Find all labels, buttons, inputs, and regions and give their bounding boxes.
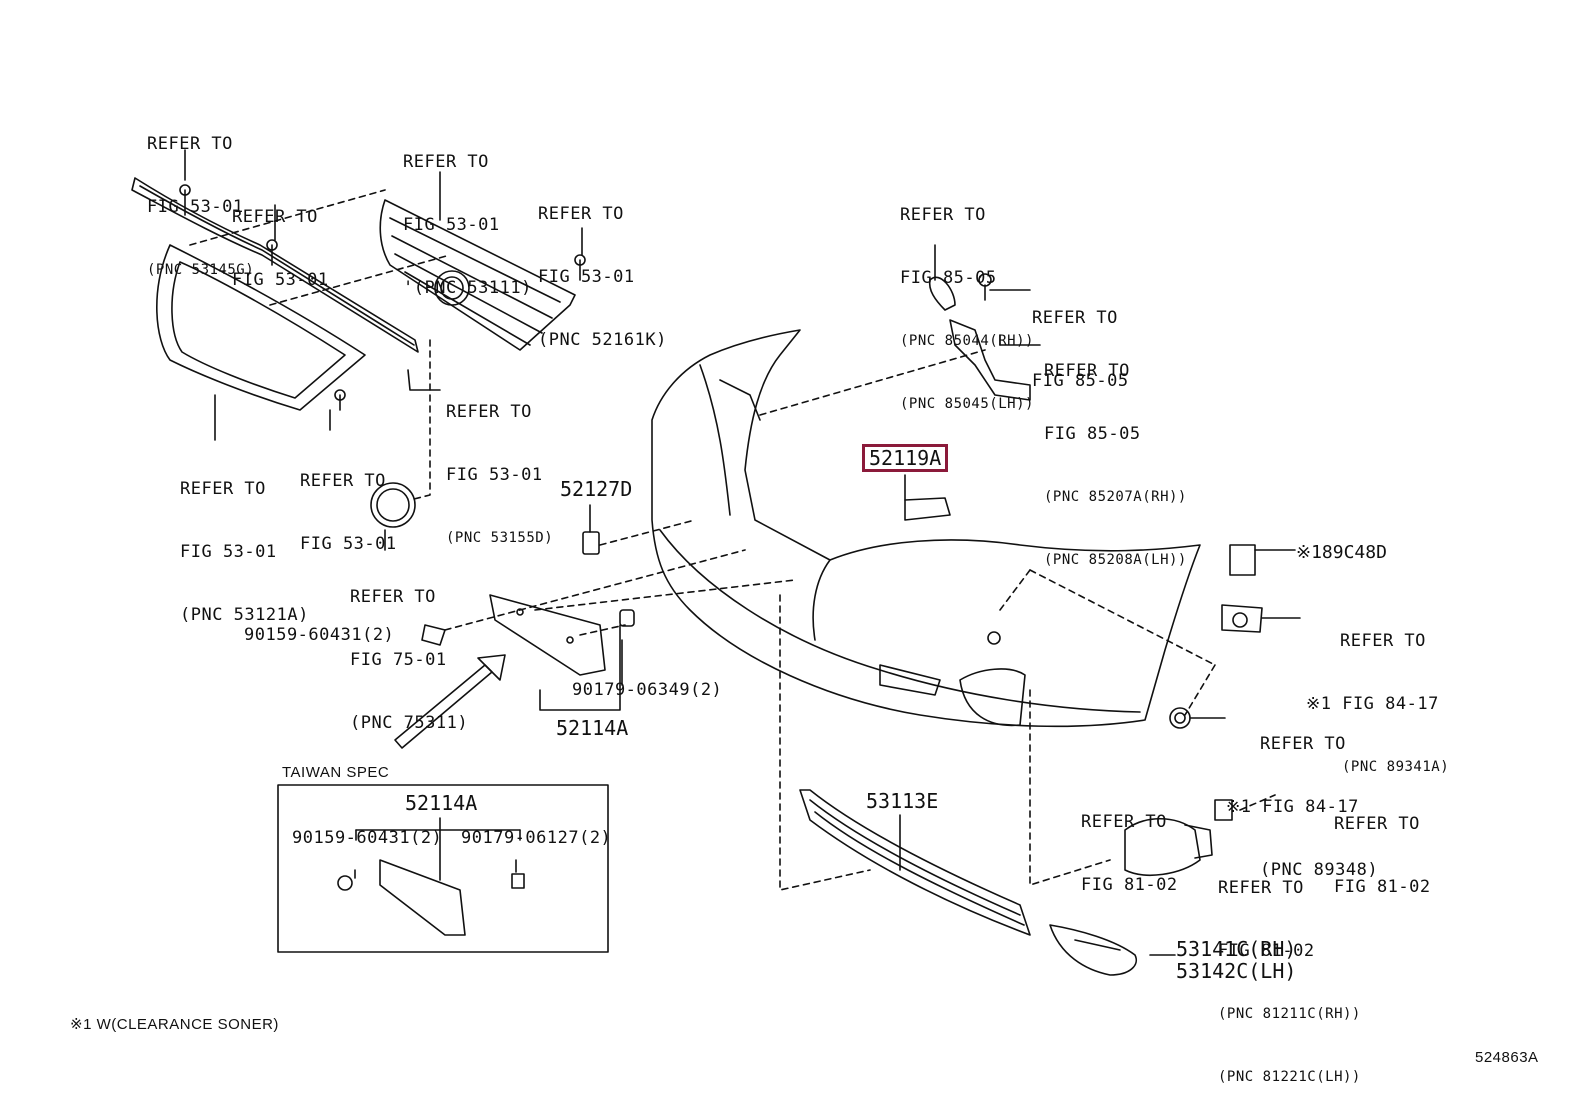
license-bracket	[489, 594, 606, 676]
ref-line: FIG 75-01	[350, 650, 447, 670]
ref-line: (PNC 75311)	[350, 713, 469, 733]
leader-lines-right	[539, 244, 1301, 956]
ref-line: FIG 85-05	[900, 268, 997, 288]
ref-label-85044: REFER TO FIG 85-05 (PNC 85044(RH)) (PNC …	[900, 163, 1034, 436]
ref-line: '(PNC 53111)	[403, 278, 532, 298]
leader-lines-left	[184, 149, 583, 551]
part-number-90179-06349[interactable]: 90179-06349(2)	[572, 680, 723, 700]
ref-label-81-02-screw: REFER TO FIG 81-02	[1334, 772, 1431, 919]
ref-label-81-02-bolt: REFER TO FIG 81-02	[1081, 770, 1178, 917]
ref-label-89341a: REFER TO ※1 FIG 84-17 (PNC 89341A)	[1306, 589, 1449, 799]
ref-line: (PNC 53155D)	[446, 530, 554, 546]
ref-line: REFER TO	[403, 152, 489, 172]
footnote: ※1 W(CLEARANCE SONER)	[70, 1016, 279, 1033]
ref-line: REFER TO	[1334, 814, 1420, 834]
ref-line: (PNC 81211C(RH))	[1218, 1006, 1361, 1022]
ref-line: REFER TO	[180, 479, 266, 499]
ref-line: ※1 FIG 84-17	[1226, 797, 1359, 817]
ref-label-81211c: REFER TO FIG 81-02 (PNC 81211C(RH)) (PNC…	[1218, 836, 1361, 1109]
ref-line: FIG 53-01	[232, 270, 329, 290]
ref-line: REFER TO	[1044, 361, 1130, 381]
ref-line: FIG 53-01	[300, 534, 397, 554]
taiwan-spec-title: TAIWAN SPEC	[282, 764, 390, 781]
ref-line: (PNC 81221C(LH))	[1218, 1069, 1361, 1085]
ref-line: (PNC 52161K)	[538, 330, 667, 350]
taiwan-part-number[interactable]: 52114A	[405, 791, 478, 815]
part-number-52114a[interactable]: 52114A	[556, 716, 629, 740]
view-arrow	[394, 654, 506, 749]
ref-label-53-01-screw: REFER TO FIG 53-01	[232, 165, 329, 312]
part-number-90159-60431[interactable]: 90159-60431(2)	[244, 625, 395, 645]
part-number-52119a[interactable]: 52119A	[869, 446, 942, 470]
ref-line: (PNC 85045(LH))	[900, 396, 1034, 412]
ref-label-52161k: REFER TO FIG 53-01 (PNC 52161K)	[538, 162, 667, 372]
ref-line: REFER TO	[900, 205, 986, 225]
ref-line: REFER TO	[1340, 631, 1426, 651]
dashed-leaders-left	[189, 189, 451, 501]
ref-line: FIG 81-02	[1218, 941, 1315, 961]
ref-line: FIG 53-01	[538, 267, 635, 287]
fasteners-top-left	[179, 184, 586, 411]
dashed-leaders-bumper	[444, 349, 1276, 891]
radiator-grille	[379, 199, 576, 351]
ref-line: REFER TO	[538, 204, 624, 224]
ref-line: REFER TO	[1218, 878, 1304, 898]
taiwan-spec-box	[277, 784, 609, 953]
ref-label-75311: REFER TO FIG 75-01 (PNC 75311)	[350, 545, 468, 755]
ref-line: (PNC 89348)	[1260, 860, 1379, 880]
ref-line: FIG 53-01	[147, 197, 244, 217]
ref-line: (PNC 85044(RH))	[900, 333, 1034, 349]
ref-line: (PNC 53145G)	[147, 262, 255, 278]
ref-line: REFER TO	[232, 207, 318, 227]
figure-id: 524863A	[1475, 1049, 1539, 1066]
ref-line: REFER TO	[446, 402, 532, 422]
fog-lamp	[1124, 799, 1233, 876]
ref-line: FIG 53-01	[403, 215, 500, 235]
ref-label-85-05-screw: REFER TO FIG 85-05	[1032, 266, 1129, 413]
ref-label-53-01-clip: REFER TO FIG 53-01	[300, 429, 397, 576]
taiwan-part-90159[interactable]: 90159-60431(2)	[292, 828, 443, 848]
ref-line: FIG 85-05	[1032, 371, 1129, 391]
ref-line: REFER TO	[1081, 812, 1167, 832]
ref-line: REFER TO	[300, 471, 386, 491]
ref-line: (PNC 89341A)	[1342, 759, 1450, 775]
emblem	[370, 482, 416, 528]
ref-line: FIG 53-01	[180, 542, 277, 562]
ref-label-85207a: REFER TO FIG 85-05 (PNC 85207A(RH)) (PNC…	[1044, 319, 1187, 592]
ref-label-53111: REFER TO FIG 53-01 '(PNC 53111)	[403, 110, 532, 320]
ref-line: (PNC 53121A)	[180, 605, 309, 625]
ref-line: ※1 FIG 84-17	[1306, 694, 1439, 714]
grille-surround	[156, 244, 366, 411]
ref-label-89348: REFER TO ※1 FIG 84-17 (PNC 89348)	[1226, 692, 1378, 902]
part-number-53142c[interactable]: 53142C(LH)	[1176, 959, 1297, 983]
ref-line: REFER TO	[350, 587, 436, 607]
ref-line: (PNC 85207A(RH))	[1044, 489, 1187, 505]
front-bumper-cover	[651, 329, 1201, 728]
part-number-53113e[interactable]: 53113E	[866, 789, 939, 813]
ref-line: (PNC 85208A(LH))	[1044, 552, 1187, 568]
ref-label-53145g: REFER TO FIG 53-01 (PNC 53145G)	[147, 92, 254, 302]
ref-line: REFER TO	[147, 134, 233, 154]
part-number-89c48d[interactable]: ※189C48D	[1296, 542, 1387, 563]
ref-label-53121a: REFER TO FIG 53-01 (PNC 53121A)	[180, 437, 309, 647]
lower-grille	[799, 789, 1031, 936]
highlighted-part-box[interactable]: 52119A	[862, 444, 949, 472]
part-number-52127d[interactable]: 52127D	[560, 477, 633, 501]
part-number-53141c[interactable]: 53141C(RH)	[1176, 937, 1297, 961]
small-parts	[421, 273, 1263, 729]
ref-line: FIG 81-02	[1334, 877, 1431, 897]
ref-label-53155d: REFER TO FIG 53-01 (PNC 53155D)	[446, 360, 553, 570]
ref-line: FIG 85-05	[1044, 424, 1141, 444]
ref-line: REFER TO	[1032, 308, 1118, 328]
ref-line: FIG 53-01	[446, 465, 543, 485]
taiwan-part-90179[interactable]: 90179-06127(2)	[461, 828, 612, 848]
ref-line: REFER TO	[1260, 734, 1346, 754]
upper-molding-strip	[131, 177, 419, 353]
fog-cover	[1049, 924, 1137, 976]
ref-line: FIG 81-02	[1081, 875, 1178, 895]
